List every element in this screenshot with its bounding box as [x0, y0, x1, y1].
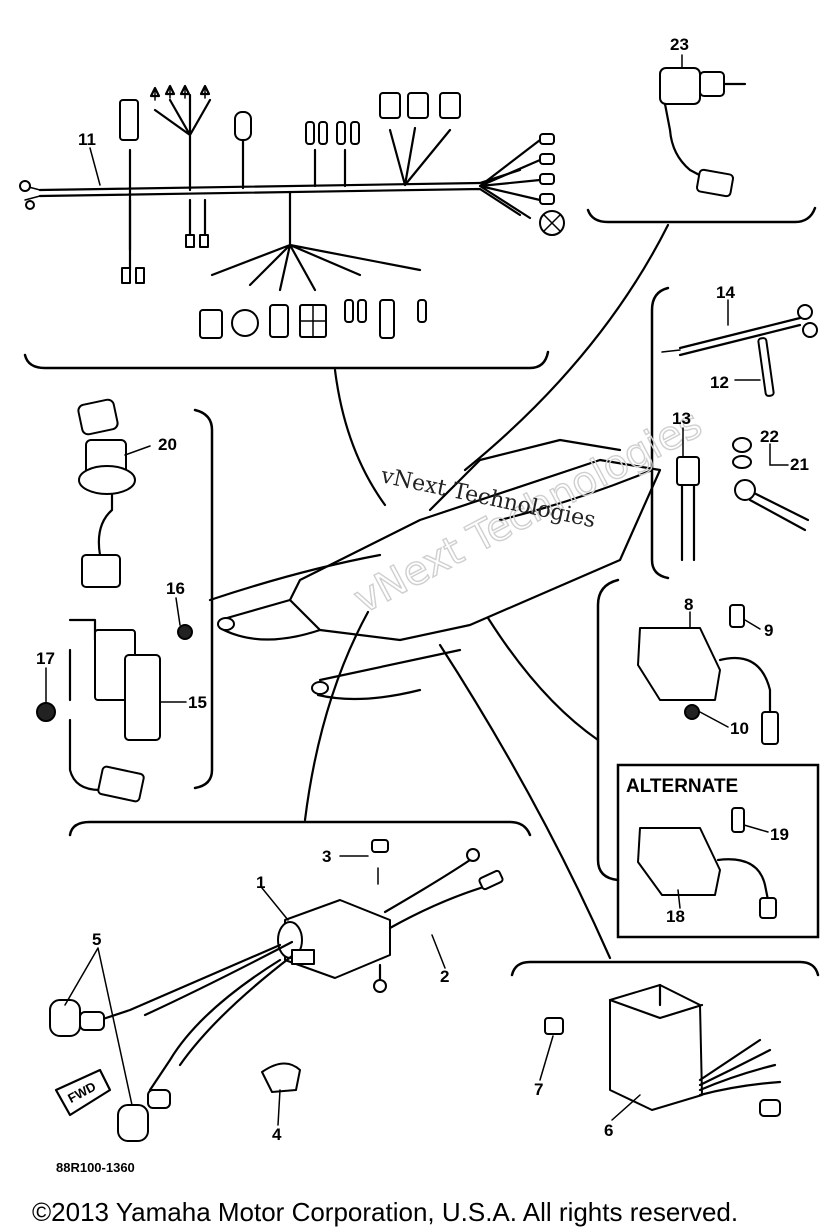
callout-2: 2	[440, 967, 449, 986]
callout-14: 14	[716, 283, 735, 302]
callout-15: 15	[188, 693, 207, 712]
main-switch	[77, 398, 136, 588]
rectifier-regulator	[637, 604, 779, 745]
callout-17: 17	[36, 649, 55, 668]
callout-11: 11	[78, 130, 96, 149]
pointer-arrows	[208, 223, 670, 960]
alternate-label: ALTERNATE	[626, 776, 738, 797]
callout-22: 22	[760, 427, 779, 446]
callout-9: 9	[764, 621, 773, 640]
tail-light-switch	[659, 67, 747, 198]
bolt-16-part	[177, 624, 193, 640]
callout-1: 1	[256, 873, 265, 892]
cdi-unit	[544, 983, 782, 1117]
wire-harness	[19, 84, 565, 339]
wire-harness-group-bracket	[23, 350, 550, 370]
callout-6: 6	[604, 1121, 613, 1140]
relay-assembly	[68, 618, 161, 803]
callout-4: 4	[272, 1125, 282, 1144]
callout-19: 19	[770, 825, 789, 844]
rectifier-group-bracket	[596, 578, 620, 882]
callout-18: 18	[666, 907, 685, 926]
snowmobile-overview	[217, 438, 662, 701]
callout-20: 20	[158, 435, 177, 454]
tail-switch-group-bracket	[586, 206, 817, 224]
rear-parts	[661, 304, 818, 562]
copyright-notice: ©2013 Yamaha Motor Corporation, U.S.A. A…	[32, 1197, 738, 1227]
callout-3: 3	[322, 847, 331, 866]
callout-10: 10	[730, 719, 749, 738]
callout-23: 23	[670, 35, 689, 54]
rear-parts-group-bracket	[650, 286, 670, 580]
alternate-box	[616, 763, 820, 939]
cdi-group-bracket	[510, 960, 820, 977]
callout-7: 7	[534, 1080, 543, 1099]
nut-17-part	[36, 702, 56, 722]
callout-8: 8	[684, 595, 693, 614]
ignition-coil-assembly	[49, 839, 504, 1142]
main-switch-group-bracket	[193, 408, 214, 790]
alternate-rectifier	[637, 807, 777, 919]
diagram-code: 88R100-1360	[56, 1160, 135, 1175]
callout-16: 16	[166, 579, 185, 598]
callout-12: 12	[710, 373, 729, 392]
callout-leaders	[45, 54, 789, 1126]
callout-13: 13	[672, 409, 691, 428]
ignition-coil-group-bracket	[68, 820, 532, 837]
callout-21: 21	[790, 455, 809, 474]
callout-5: 5	[92, 930, 101, 949]
